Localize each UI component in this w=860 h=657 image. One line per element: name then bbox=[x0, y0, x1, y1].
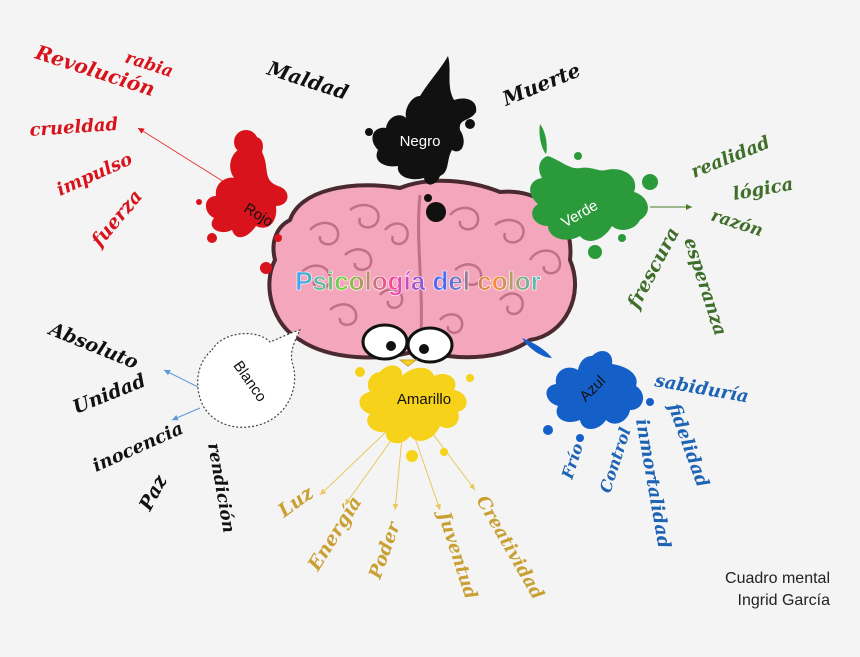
word-energia: Energía bbox=[303, 492, 366, 575]
amarillo-splash bbox=[355, 365, 474, 462]
right-eye bbox=[406, 326, 454, 364]
central-title: Psicología del color bbox=[295, 266, 541, 296]
word-unidad: Unidad bbox=[70, 370, 149, 419]
negro-splash bbox=[365, 56, 477, 222]
blanco-connector-2 bbox=[171, 407, 201, 421]
brain-folds bbox=[298, 203, 562, 334]
word-creatividad: Creatividad bbox=[472, 492, 548, 603]
word-rendicion: rendición bbox=[203, 441, 238, 534]
brain-illustration bbox=[267, 178, 577, 367]
blanco-words: Absoluto Unidad inocencia Paz rendición bbox=[44, 317, 238, 534]
word-poder: Poder bbox=[365, 518, 406, 583]
word-control: Control bbox=[596, 425, 635, 495]
word-realidad: realidad bbox=[688, 132, 773, 183]
rojo-words: Revolución rabia crueldad impulso fuerza bbox=[29, 40, 176, 253]
author-credit: Cuadro mental Ingrid García bbox=[725, 568, 830, 612]
word-frescura: frescura bbox=[622, 224, 684, 314]
brain-shape bbox=[267, 178, 577, 360]
blanco-connector-1 bbox=[163, 369, 201, 389]
word-frio: Frío bbox=[557, 441, 587, 483]
word-absoluto: Absoluto bbox=[44, 317, 141, 373]
word-luz: Luz bbox=[273, 481, 318, 522]
negro-label: Negro bbox=[400, 133, 441, 150]
word-razon: razón bbox=[708, 206, 765, 242]
word-paz: Paz bbox=[135, 470, 173, 515]
word-maldad: Maldad bbox=[264, 56, 352, 105]
azul-splash bbox=[522, 338, 654, 442]
amarillo-words: Luz Energía Poder Juventud Creatividad bbox=[273, 481, 548, 603]
word-sabiduria: sabiduría bbox=[652, 370, 750, 407]
word-fuerza: fuerza bbox=[86, 186, 147, 253]
connectors bbox=[137, 127, 692, 511]
word-logica: lógica bbox=[731, 174, 795, 205]
word-inocencia: inocencia bbox=[89, 418, 186, 477]
word-inmortalidad: inmortalidad bbox=[631, 417, 674, 550]
credit-title: Cuadro mental bbox=[725, 570, 830, 587]
credit-author: Ingrid García bbox=[737, 592, 830, 609]
left-eye bbox=[361, 323, 409, 361]
word-crueldad: crueldad bbox=[29, 114, 119, 141]
amarillo-label: Amarillo bbox=[397, 391, 451, 408]
word-muerte: Muerte bbox=[498, 58, 584, 111]
verde-splash bbox=[530, 124, 658, 259]
blanco-bubble bbox=[197, 329, 302, 428]
rojo-splash bbox=[196, 130, 288, 274]
verde-words: realidad lógica razón esperanza frescura bbox=[622, 132, 795, 338]
word-juventud: Juventud bbox=[432, 506, 481, 602]
word-esperanza: esperanza bbox=[679, 235, 730, 338]
amarillo-connectors bbox=[319, 429, 476, 511]
word-fidelidad: fidelidad bbox=[663, 399, 714, 491]
